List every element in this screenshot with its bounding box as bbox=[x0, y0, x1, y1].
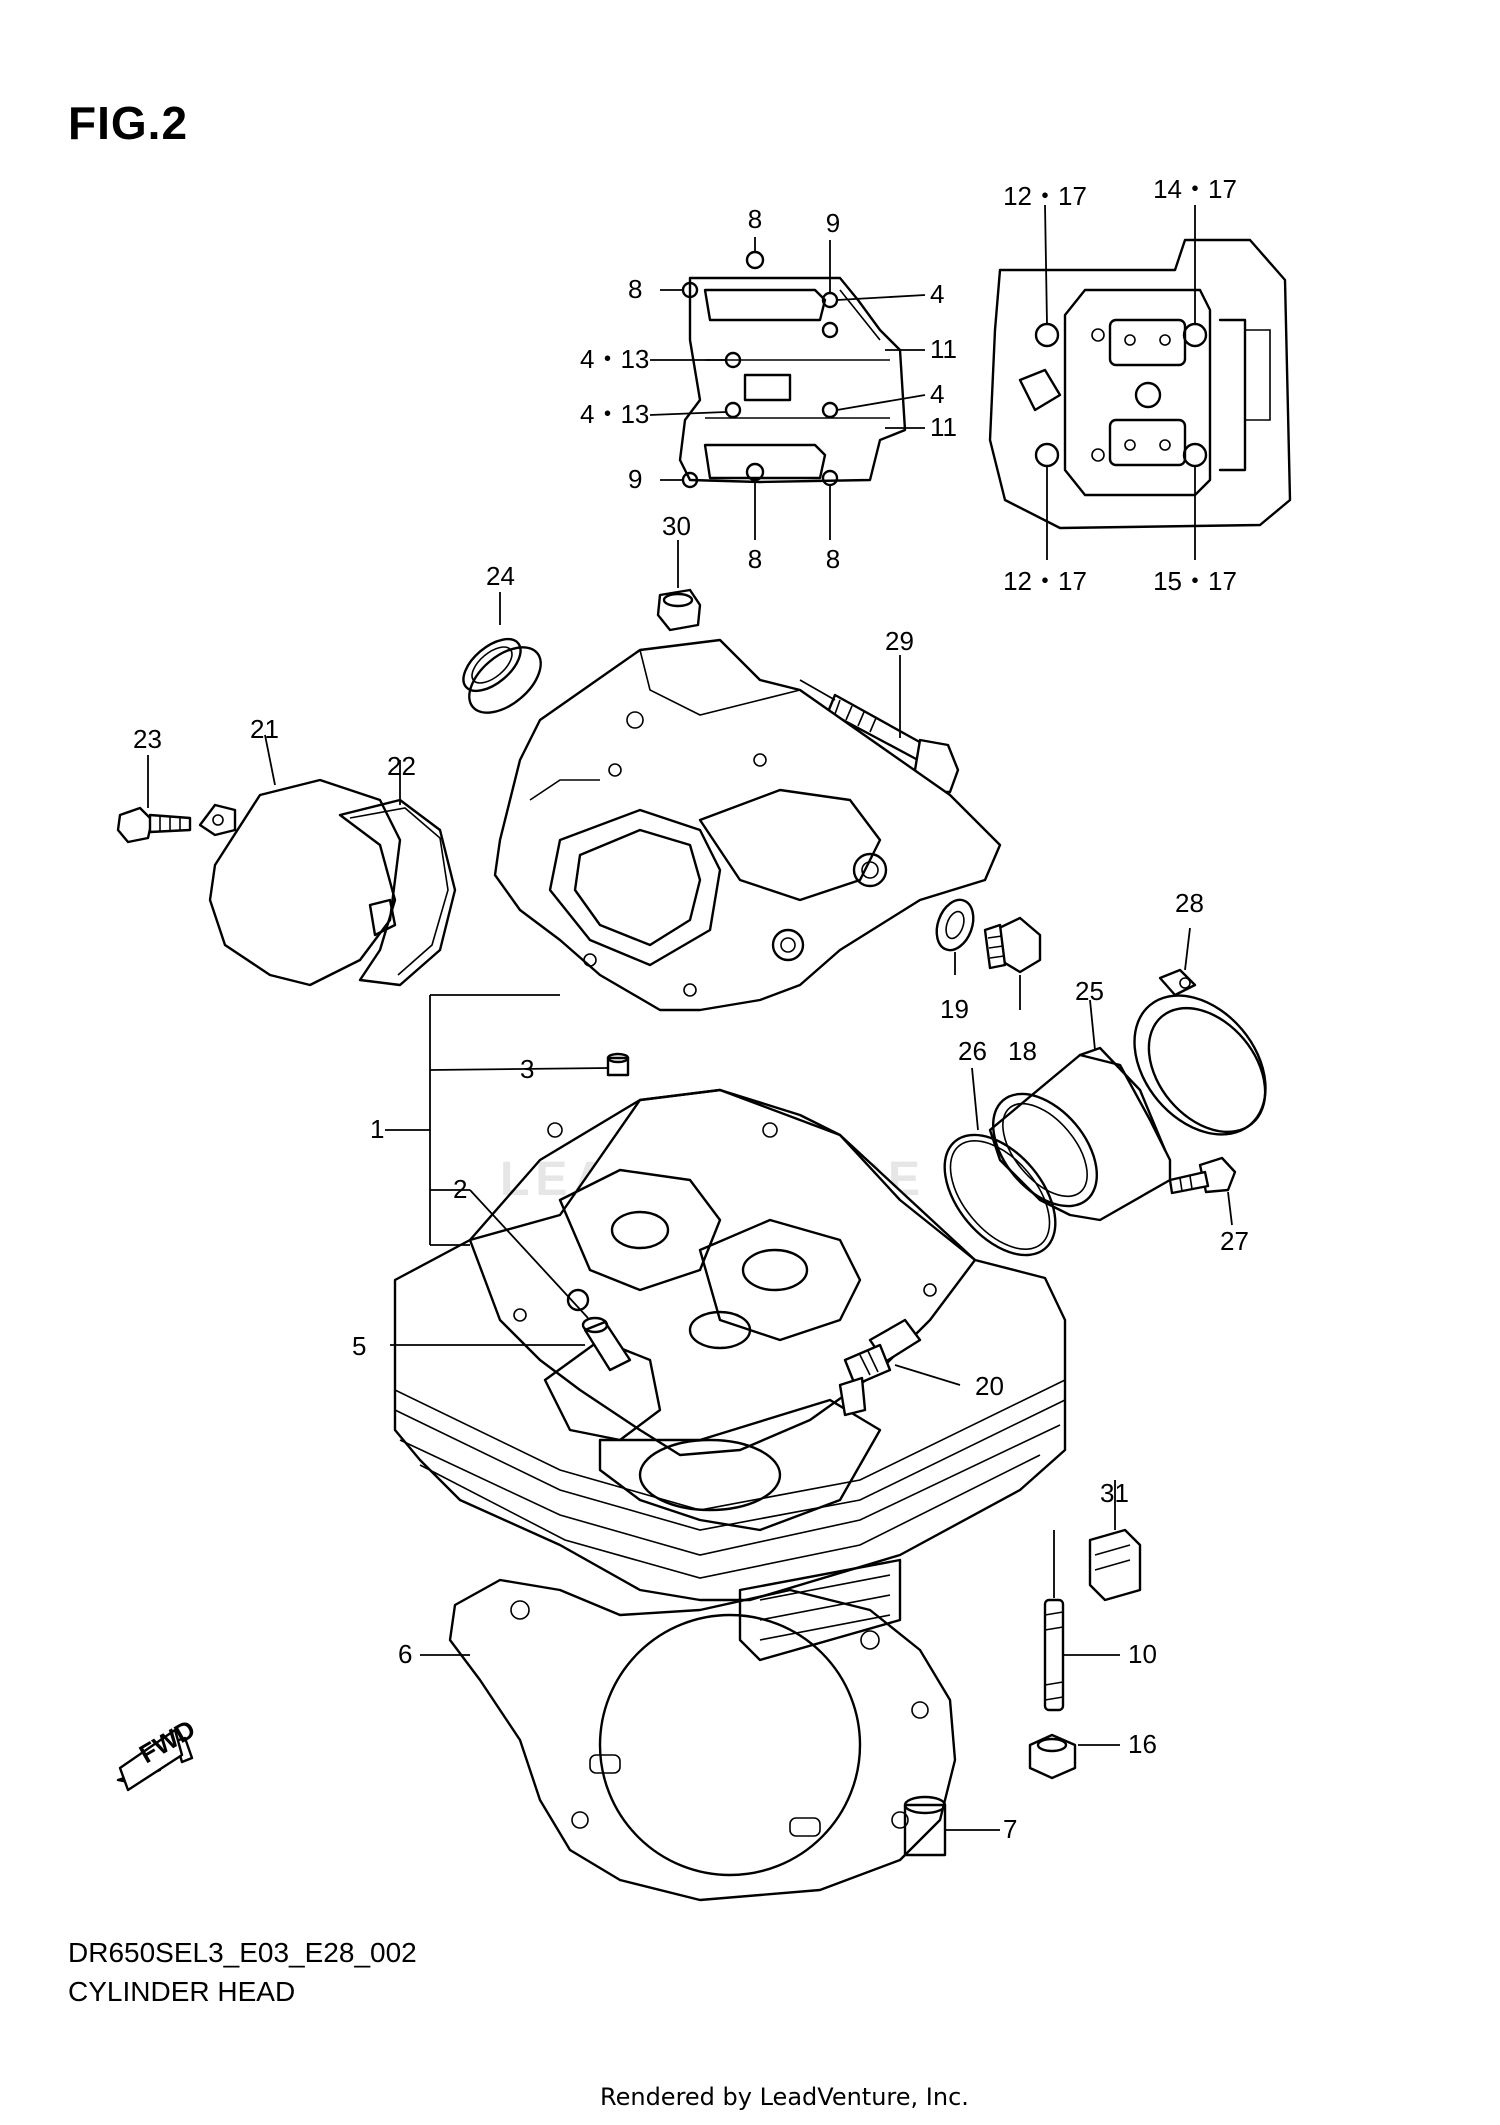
part-18-plug bbox=[983, 916, 1042, 1010]
callout-4: 4 bbox=[930, 279, 944, 309]
part-20-spark-plug bbox=[838, 1318, 961, 1417]
callout-29: 29 bbox=[885, 626, 914, 656]
callout-31: 31 bbox=[1100, 1478, 1129, 1508]
callout-9: 9 bbox=[826, 208, 840, 238]
part-6-head-gasket bbox=[420, 1578, 957, 1902]
callout-3: 3 bbox=[520, 1054, 534, 1084]
callout-1: 1 bbox=[370, 1114, 384, 1144]
callout-23: 23 bbox=[133, 724, 162, 754]
callout-8: 8 bbox=[748, 204, 762, 234]
part-26-o-ring bbox=[943, 1067, 1057, 1257]
part-10-stud bbox=[1043, 1530, 1120, 1712]
inset-head-bolt-pattern bbox=[988, 238, 1292, 530]
callout-30: 30 bbox=[662, 511, 691, 541]
part-16-nut bbox=[1028, 1733, 1120, 1780]
part-21-tappet-cover bbox=[198, 734, 402, 987]
callout-8: 8 bbox=[748, 544, 762, 574]
inset-head-leaders bbox=[1044, 204, 1196, 560]
part-27-screw bbox=[1168, 1156, 1237, 1226]
callout-27: 27 bbox=[1220, 1226, 1249, 1256]
part-28-clamp bbox=[1133, 927, 1267, 1136]
callout-28: 28 bbox=[1175, 888, 1204, 918]
render-credit: Rendered by LeadVenture, Inc. bbox=[600, 2083, 969, 2111]
main-callout-labels: 1 2 3 5 6 7 10 16 18 19 20 21 22 23 24 2… bbox=[133, 511, 1249, 1844]
figure-title: FIG.2 bbox=[68, 97, 189, 149]
drawing-code: DR650SEL3_E03_E28_002 bbox=[68, 1937, 417, 1968]
part-29-bolt bbox=[799, 655, 960, 794]
callout-11: 11 bbox=[930, 334, 957, 364]
inset-cover-leaders bbox=[649, 237, 926, 540]
inset-cover-bolt-pattern bbox=[678, 250, 907, 489]
head-cover-body bbox=[493, 638, 1002, 1012]
callout-9: 9 bbox=[628, 464, 642, 494]
callout-22: 22 bbox=[387, 751, 416, 781]
callout-10: 10 bbox=[1128, 1639, 1157, 1669]
callout-12-17: 12・17 bbox=[1003, 181, 1087, 211]
inset-head-labels: 12・17 14・17 12・17 15・17 bbox=[1003, 174, 1237, 596]
assembly-bracket bbox=[385, 994, 609, 1346]
callout-24: 24 bbox=[486, 561, 515, 591]
part-25-intake-pipe bbox=[988, 999, 1172, 1222]
callout-8: 8 bbox=[826, 544, 840, 574]
callout-15-17: 15・17 bbox=[1153, 566, 1237, 596]
callout-26: 26 bbox=[958, 1036, 987, 1066]
part-23-bolt bbox=[116, 755, 192, 844]
part-22-gasket bbox=[338, 760, 457, 987]
callout-20: 20 bbox=[975, 1371, 1004, 1401]
part-19-washer bbox=[935, 898, 975, 975]
callout-6: 6 bbox=[398, 1639, 412, 1669]
callout-4-13: 4・13 bbox=[580, 399, 649, 429]
callout-4: 4 bbox=[930, 379, 944, 409]
callout-19: 19 bbox=[940, 994, 969, 1024]
callout-5: 5 bbox=[352, 1331, 366, 1361]
callout-11: 11 bbox=[930, 412, 957, 442]
callout-8: 8 bbox=[628, 274, 642, 304]
inset-cover-labels: 8 9 8 4 4・13 11 4・13 4 11 9 8 8 bbox=[580, 204, 957, 574]
callout-14-17: 14・17 bbox=[1153, 174, 1237, 204]
callout-4-13: 4・13 bbox=[580, 344, 649, 374]
part-3-dowel bbox=[606, 1052, 630, 1077]
diagram-subtitle: CYLINDER HEAD bbox=[68, 1976, 296, 2007]
callout-21: 21 bbox=[250, 714, 279, 744]
part-1-cylinder-head bbox=[393, 1088, 1067, 1662]
part-24-seal bbox=[462, 592, 542, 714]
part-2-5-valve-guide bbox=[469, 1189, 632, 1372]
callout-2: 2 bbox=[453, 1174, 467, 1204]
fwd-direction-arrow: FWD bbox=[116, 1714, 200, 1792]
part-31-clip bbox=[1088, 1480, 1142, 1602]
callout-16: 16 bbox=[1128, 1729, 1157, 1759]
callout-18: 18 bbox=[1008, 1036, 1037, 1066]
callout-12-17: 12・17 bbox=[1003, 566, 1087, 596]
part-30-nut bbox=[656, 540, 702, 632]
callout-7: 7 bbox=[1003, 1814, 1017, 1844]
callout-25: 25 bbox=[1075, 976, 1104, 1006]
part-7-dowel-pin bbox=[903, 1795, 1000, 1857]
